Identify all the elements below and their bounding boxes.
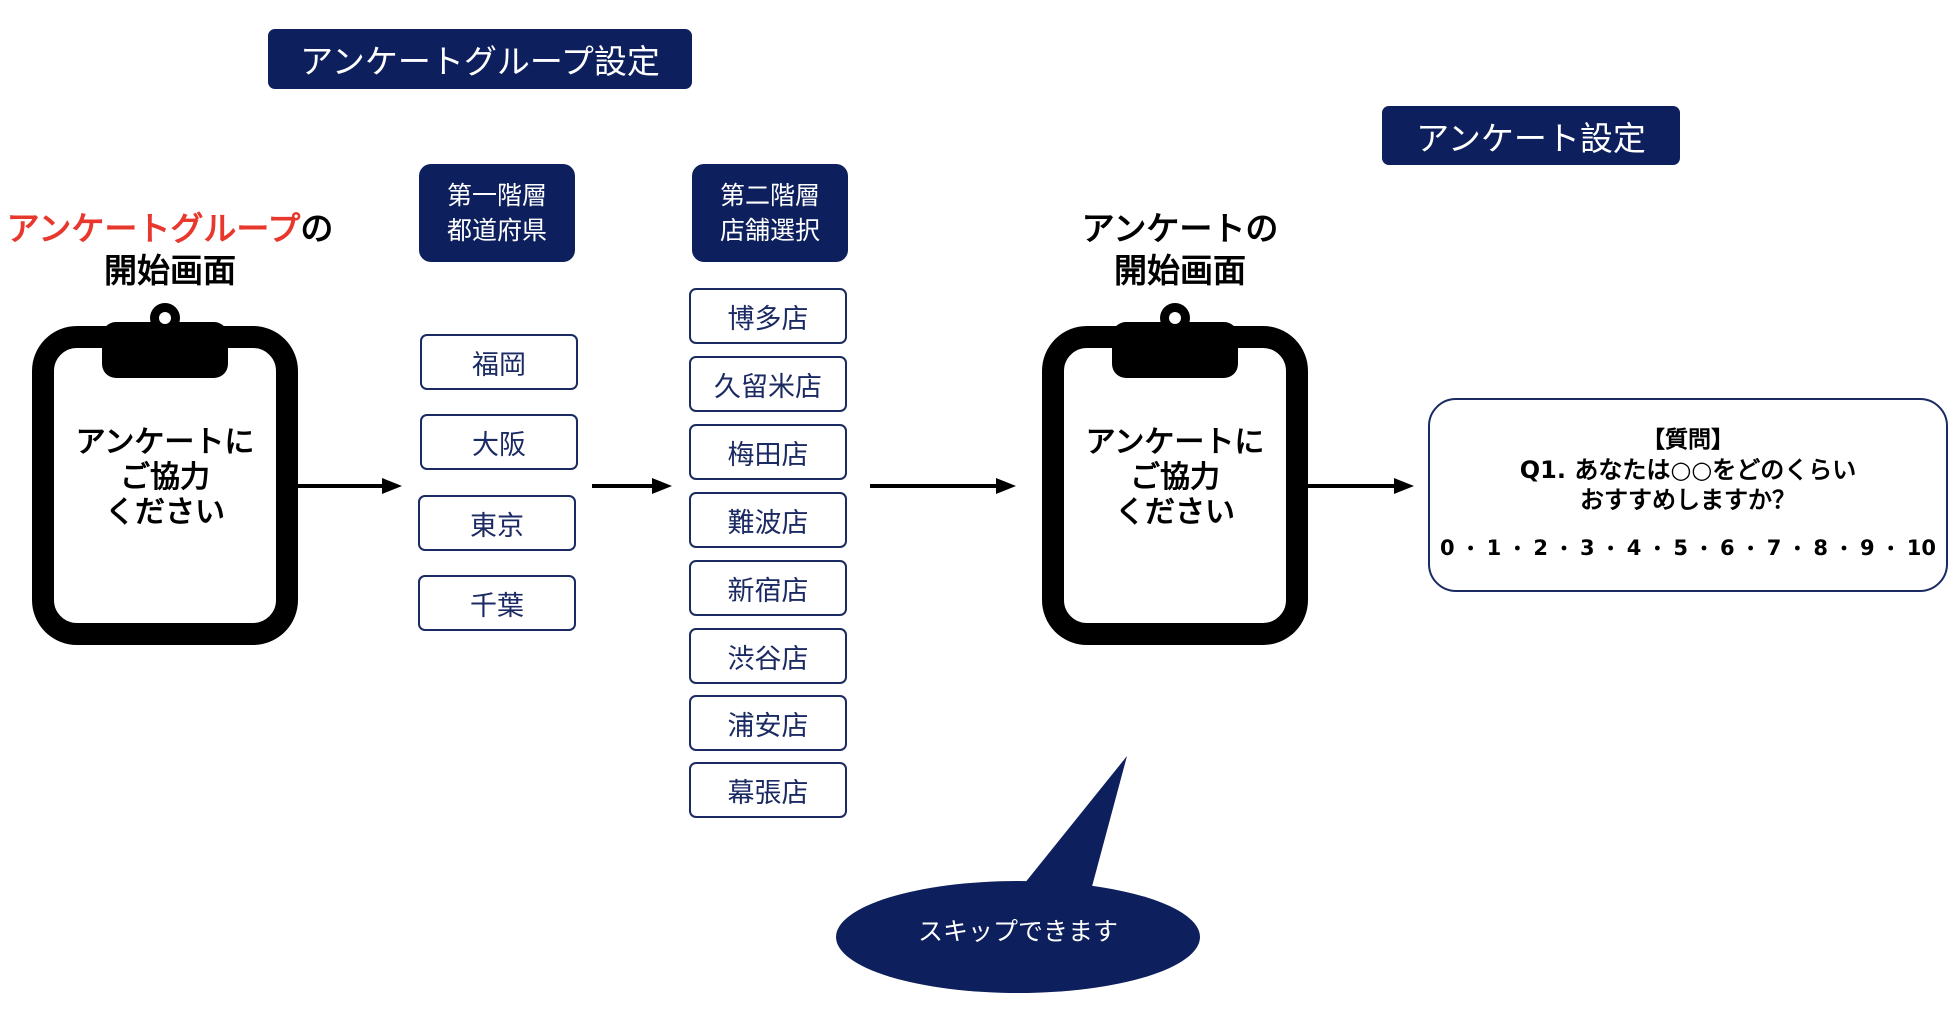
prefecture-option-fukuoka[interactable]: 福岡 [420,334,578,390]
prefecture-option-osaka[interactable]: 大阪 [420,414,578,470]
store-option-namba[interactable]: 難波店 [689,492,847,548]
rating-option[interactable]: 8 [1813,535,1828,560]
survey-start-heading: アンケートの 開始画面 [1060,208,1300,292]
arrow-icon [870,478,1016,494]
question-title: 【質問】 [1642,427,1734,453]
arrow-icon [592,478,672,494]
rating-option[interactable]: 7 [1766,535,1782,560]
store-option-umeda[interactable]: 梅田店 [689,424,847,480]
rating-scale: 0・ 1・ 2・ 3・ 4・ 5・ 6・ 7・ 8・ 9・ 10 [1440,535,1936,561]
survey-settings-label: アンケート設定 [1382,106,1680,165]
store-option-makuhari[interactable]: 幕張店 [689,762,847,818]
rating-option[interactable]: 1 [1486,535,1502,560]
group-settings-label: アンケートグループ設定 [268,29,692,89]
group-clip-line3: ください [105,495,225,530]
level2-label: 第二階層 店舗選択 [692,164,848,262]
survey-clip-line3: ください [1115,495,1235,530]
store-option-shibuya[interactable]: 渋谷店 [689,628,847,684]
survey-clip-line1: アンケートに [1085,425,1265,460]
skip-callout-text: スキップできます [917,917,1118,946]
store-option-shinjuku[interactable]: 新宿店 [689,560,847,616]
question-box: 【質問】 Q1. あなたは○○をどのくらい おすすめしますか？ 0・ 1・ 2・… [1428,398,1948,592]
clipboard-icon [1042,303,1308,645]
prefecture-option-chiba[interactable]: 千葉 [418,575,576,631]
level1-label-line1: 第一階層 [446,181,547,210]
level1-label-line2: 都道府県 [446,216,547,245]
store-option-kurume[interactable]: 久留米店 [689,356,847,412]
group-start-clipboard-text: アンケートに ご協力 ください [55,425,275,530]
rating-option[interactable]: 4 [1626,535,1642,560]
level2-label-line2: 店舗選択 [719,216,820,245]
group-clip-line1: アンケートに [75,425,255,460]
level1-label: 第一階層 都道府県 [419,164,575,262]
store-option-hakata[interactable]: 博多店 [689,288,847,344]
group-start-heading-line2: 開始画面 [104,251,236,290]
arrow-icon [1306,478,1414,494]
skip-callout-bubble [836,756,1200,993]
group-start-heading-black: の [300,209,334,248]
rating-option[interactable]: 6 [1720,535,1735,560]
rating-option[interactable]: 10 [1906,535,1936,560]
group-start-heading: アンケートグループの 開始画面 [0,208,340,292]
question-line1: Q1. あなたは○○をどのくらい [1519,456,1857,484]
rating-option[interactable]: 5 [1673,535,1688,560]
question-line2: おすすめしますか？ [1580,486,1796,514]
survey-start-heading-line2: 開始画面 [1114,251,1246,290]
survey-clip-line2: ご協力 [1130,460,1220,495]
level2-label-line1: 第二階層 [719,181,820,210]
clipboard-icon [32,303,298,645]
rating-option[interactable]: 3 [1580,535,1595,560]
store-option-urayasu[interactable]: 浦安店 [689,695,847,751]
rating-option[interactable]: 9 [1860,535,1875,560]
group-clip-line2: ご協力 [120,460,210,495]
prefecture-option-tokyo[interactable]: 東京 [418,495,576,551]
survey-start-clipboard-text: アンケートに ご協力 ください [1065,425,1285,530]
group-start-heading-red: アンケートグループ [6,209,301,248]
rating-option[interactable]: 0 [1440,535,1455,560]
survey-start-heading-line1: アンケートの [1081,209,1279,248]
arrow-icon [296,478,402,494]
rating-option[interactable]: 2 [1533,535,1548,560]
